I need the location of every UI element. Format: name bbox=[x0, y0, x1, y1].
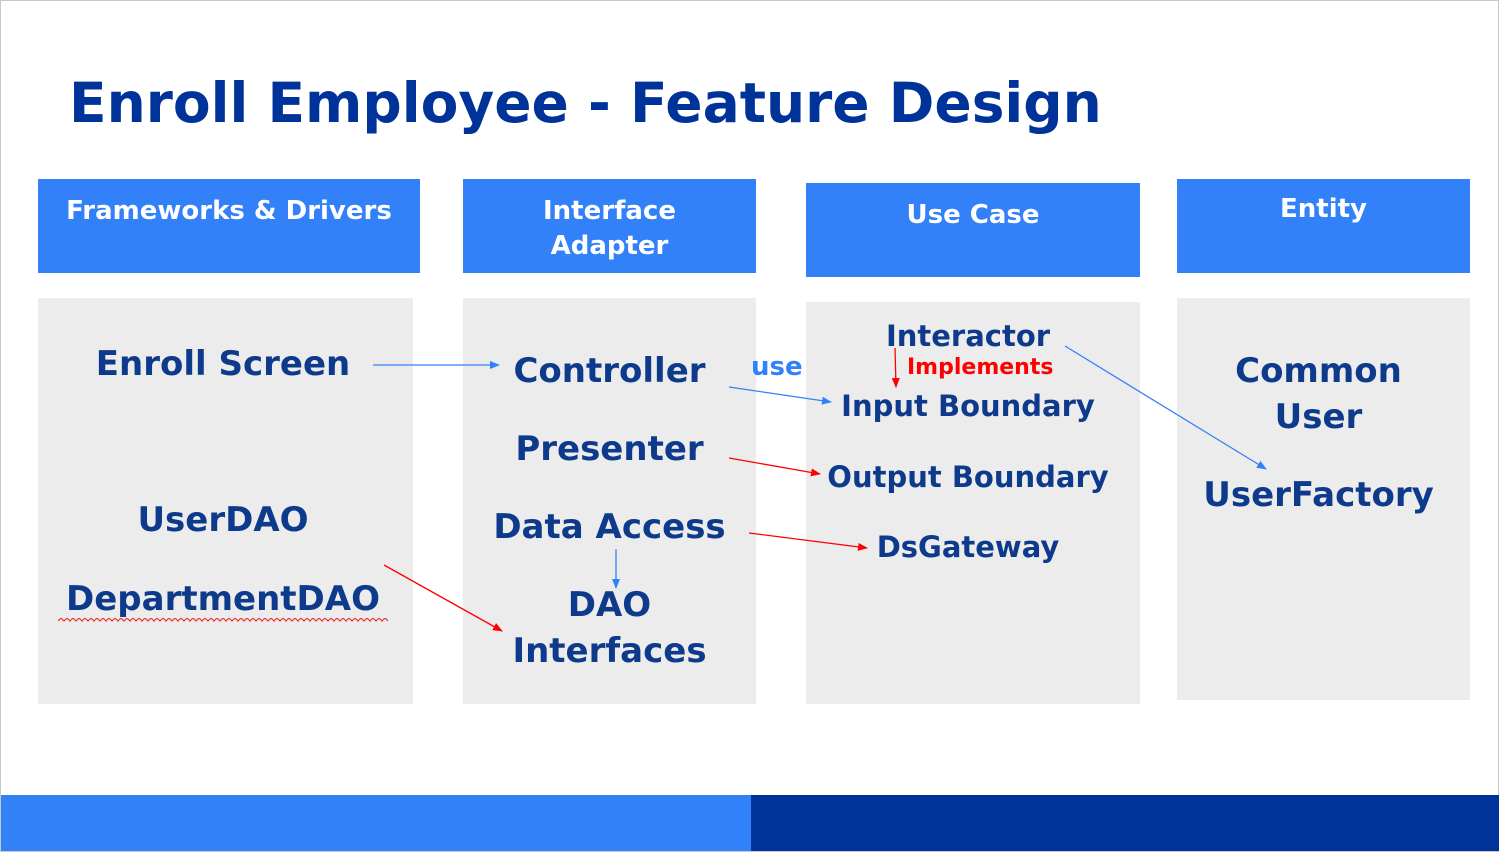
header-frameworks-label: Frameworks & Drivers bbox=[66, 196, 392, 226]
node-department-dao: DepartmentDAO bbox=[66, 579, 380, 619]
panel-interface-adapter bbox=[463, 298, 756, 704]
node-common-user-line1: Common bbox=[1235, 351, 1402, 391]
header-frameworks-drivers: Frameworks & Drivers bbox=[38, 179, 420, 273]
header-interface-adapter: Interface Adapter bbox=[463, 179, 756, 273]
use-label: use bbox=[751, 352, 803, 382]
node-presenter: Presenter bbox=[515, 429, 704, 469]
node-data-access: Data Access bbox=[493, 507, 726, 547]
header-interface-label-line2: Adapter bbox=[550, 231, 669, 261]
header-use-case: Use Case bbox=[806, 183, 1140, 277]
header-entity-label: Entity bbox=[1280, 194, 1367, 224]
panel-frameworks-drivers bbox=[38, 298, 413, 704]
header-use-case-label: Use Case bbox=[906, 200, 1040, 230]
node-input-boundary: Input Boundary bbox=[841, 389, 1095, 423]
footer-bar-right bbox=[751, 795, 1499, 851]
implements-label: Implements bbox=[907, 355, 1054, 380]
node-interactor: Interactor bbox=[885, 319, 1051, 353]
node-dao-interfaces-line1: DAO bbox=[567, 585, 652, 625]
node-dao-interfaces-line2: Interfaces bbox=[512, 631, 707, 671]
header-interface-label-line1: Interface bbox=[543, 196, 676, 226]
node-user-dao: UserDAO bbox=[137, 500, 309, 540]
node-controller: Controller bbox=[513, 351, 706, 391]
node-output-boundary: Output Boundary bbox=[827, 460, 1109, 494]
node-common-user-line2: User bbox=[1274, 397, 1363, 437]
spellcheck-underline bbox=[58, 618, 388, 622]
node-enroll-screen: Enroll Screen bbox=[95, 344, 351, 384]
node-user-factory: UserFactory bbox=[1203, 475, 1434, 515]
header-entity: Entity bbox=[1177, 179, 1470, 273]
slide-title: Enroll Employee - Feature Design bbox=[69, 71, 1102, 135]
node-ds-gateway: DsGateway bbox=[876, 530, 1060, 564]
footer-bar-left bbox=[1, 795, 751, 851]
